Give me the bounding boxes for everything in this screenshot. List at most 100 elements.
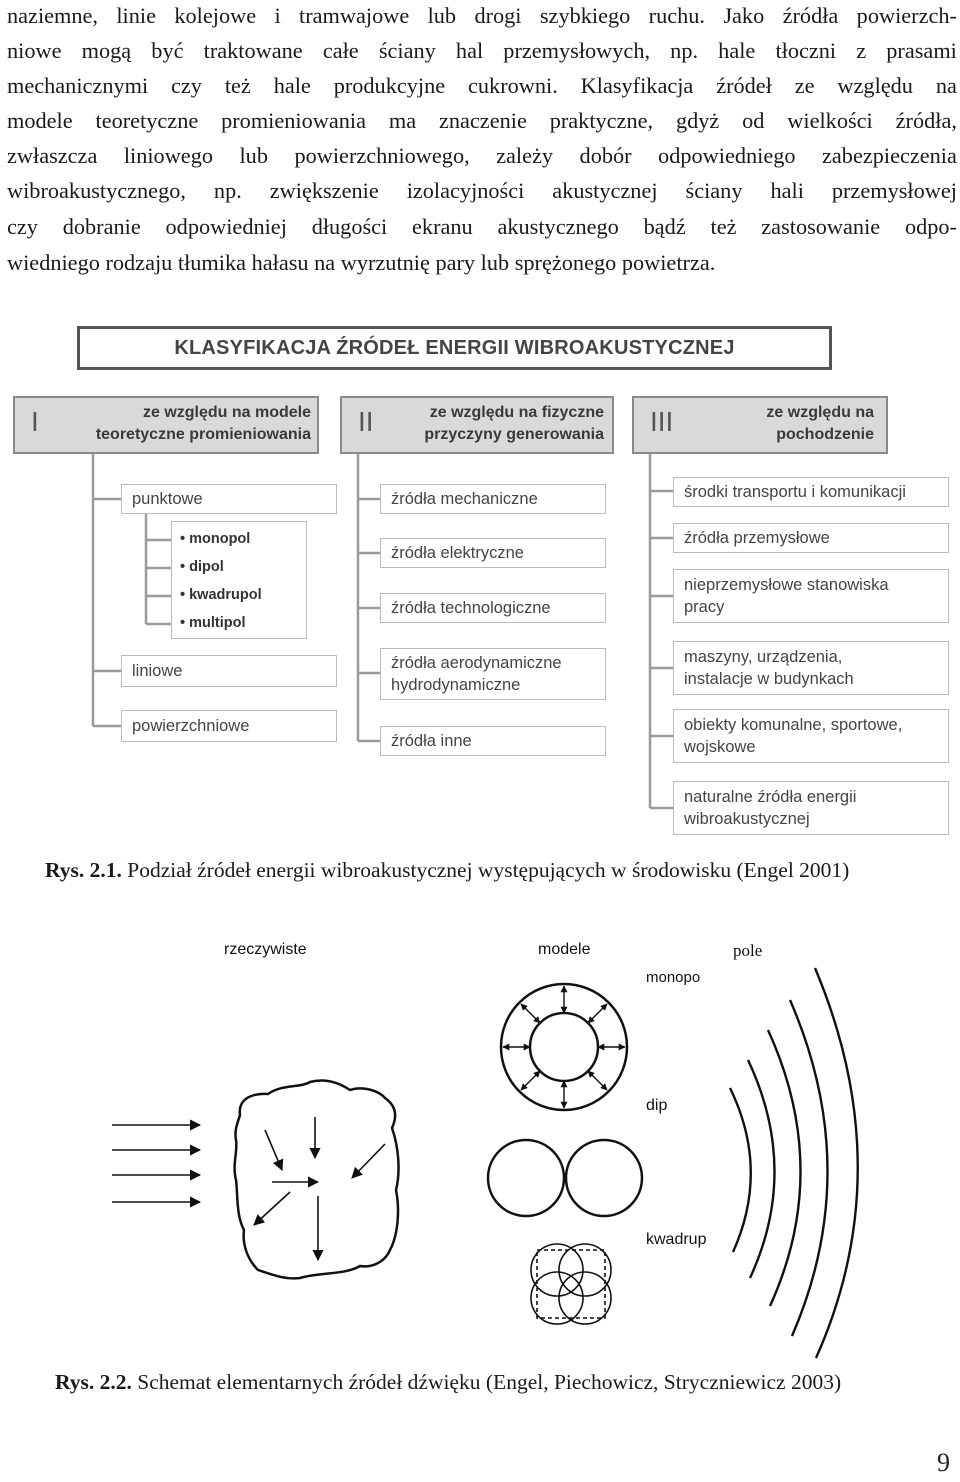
item-zrodla-mechaniczne: źródła mechaniczne <box>380 484 606 514</box>
item-maszyny: maszyny, urządzenia,instalacje w budynka… <box>673 641 949 695</box>
word: teoretyczne <box>95 108 199 133</box>
word: lub <box>427 3 457 28</box>
word: lub <box>239 143 268 168</box>
word: zwłaszcza <box>7 143 98 168</box>
item-obiekty: obiekty komunalne, sportowe,wojskowe <box>673 709 949 763</box>
paragraph-line: czy dobranie odpowiedniej długości ekranu aku… <box>7 211 957 243</box>
word: produkcyjne <box>333 73 446 98</box>
word: powierzchniowego, <box>294 143 470 168</box>
word: naziemne, <box>7 3 98 28</box>
item-liniowe: liniowe <box>121 655 337 687</box>
word: czy <box>171 73 202 98</box>
word: bądź <box>643 214 686 239</box>
classification-title: KLASYFIKACJA ŹRÓDEŁ ENERGII WIBROAKUSTYC… <box>174 336 735 359</box>
category-label: ze względu na pochodzenie <box>766 404 874 443</box>
label-dipol: dip <box>646 1097 668 1114</box>
label-pole: pole <box>733 941 763 960</box>
word: szybkiego <box>539 3 631 28</box>
word: też <box>224 73 251 98</box>
word: prasami <box>886 38 957 63</box>
paragraph-line: zwłaszcza liniowego lub powierzchniowego, za… <box>7 140 957 172</box>
word: zwiększenie <box>269 178 379 203</box>
word: względu <box>837 73 913 98</box>
word: ruchu. <box>648 3 705 28</box>
word: na <box>935 73 957 98</box>
word: zależy <box>496 143 554 168</box>
item-zrodla-inne: źródła inne <box>380 726 606 756</box>
word: drogi <box>474 3 522 28</box>
word: np. <box>670 38 699 63</box>
word: od <box>742 108 765 133</box>
word: praktyczne, <box>549 108 654 133</box>
page-number: 9 <box>937 1448 950 1477</box>
word: Jako <box>723 3 765 28</box>
word: być <box>151 38 184 63</box>
word: też <box>710 214 737 239</box>
figure1-caption: Rys. 2.1. Podział źródeł energii wibroak… <box>45 858 850 882</box>
real-source-blob <box>233 1079 400 1280</box>
word: akustycznej <box>552 178 658 203</box>
word: hale <box>718 38 756 63</box>
category-label: ze względu na modele teoretyczne promien… <box>95 404 311 443</box>
word: źródeł <box>716 73 772 98</box>
item-zrodla-elektryczne: źródła elektryczne <box>380 538 606 568</box>
label-monopol: monopo <box>646 969 701 986</box>
word: niowe <box>7 38 62 63</box>
subtype-kwadrupol: • kwadrupol <box>180 587 262 603</box>
word: ma <box>388 108 417 133</box>
word: hal <box>455 38 484 63</box>
category-number: I <box>31 406 39 437</box>
word: zastosowanie <box>761 214 881 239</box>
word: długości <box>311 214 388 239</box>
word: hale <box>273 73 311 98</box>
word: cukrowni. <box>468 73 558 98</box>
word: Klasyfikacja <box>580 73 694 98</box>
word: z <box>856 38 867 63</box>
item-zrodla-przemyslowe: źródła przemysłowe <box>673 523 949 553</box>
item-punktowe: punktowe <box>121 484 337 514</box>
word: źródła <box>782 3 839 28</box>
wave-field-arcs <box>728 967 859 1359</box>
classification-connectors <box>91 454 673 810</box>
figure2-caption: Rys. 2.2. Schemat elementarnych źródeł d… <box>55 1370 842 1394</box>
word: odpowiedniej <box>165 214 287 239</box>
dipole-diagram <box>486 1138 644 1218</box>
word: ze <box>794 73 815 98</box>
word: odpowiedniego <box>658 143 796 168</box>
word: akustycznego <box>497 214 619 239</box>
item-zrodla-technologiczne: źródła technologiczne <box>380 593 606 623</box>
word: dobór <box>579 143 632 168</box>
word: źródła, <box>895 108 957 133</box>
word: izolacyjności <box>406 178 525 203</box>
word: modele <box>7 108 73 133</box>
category-number: II <box>358 406 374 437</box>
category-box-1: I ze względu na modele teoretyczne promi… <box>13 396 319 454</box>
subtype-dipol: • dipol <box>180 559 224 575</box>
word: liniowego <box>123 143 214 168</box>
subtype-multipol: • multipol <box>180 615 246 631</box>
word: czy <box>7 214 38 239</box>
quadrupole-diagram <box>530 1243 612 1325</box>
word: tłoczni <box>775 38 837 63</box>
word: promieniowania <box>221 108 366 133</box>
word: tramwajowe <box>299 3 410 28</box>
word: dobranie <box>62 214 141 239</box>
word: ekranu <box>412 214 473 239</box>
word: wibroakustycznego, <box>7 178 186 203</box>
word: wielkości <box>787 108 873 133</box>
category-box-2: II ze względu na fizyczne przyczyny gene… <box>340 396 614 454</box>
word: gdyż <box>675 108 720 133</box>
word: odpo- <box>904 214 957 239</box>
word: linie <box>116 3 156 28</box>
monopole-diagram <box>499 982 629 1112</box>
word: i <box>274 3 281 28</box>
category-box-3: III ze względu na pochodzenie <box>632 396 888 454</box>
subtype-monopol: • monopol <box>180 531 251 547</box>
